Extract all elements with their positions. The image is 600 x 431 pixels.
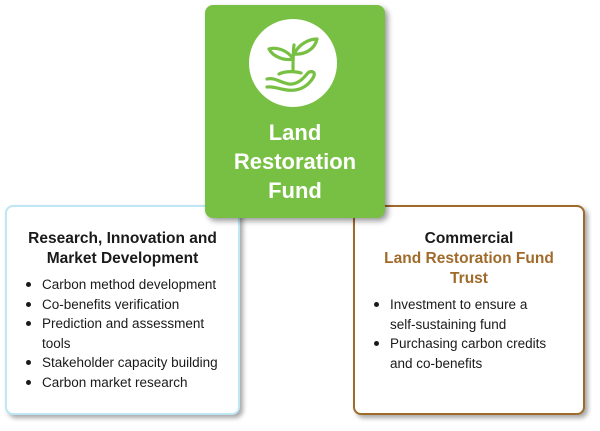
list-item: Co-benefits verification <box>22 295 237 315</box>
list-item: Carbon method development <box>22 275 237 295</box>
title-line: Restoration <box>233 149 357 174</box>
research-innovation-title: Research, Innovation and Market Developm… <box>7 229 238 269</box>
title-line: Commercial <box>424 230 514 247</box>
commercial-trust-title: Commercial Land Restoration Fund Trust <box>355 229 583 289</box>
research-innovation-list: Carbon method development Co-benefits ve… <box>22 275 237 392</box>
title-line: Fund <box>268 178 322 203</box>
logo-badge <box>249 19 337 107</box>
title-line: Land <box>268 120 322 145</box>
title-line: Research, Innovation and <box>28 230 217 247</box>
trust-name-line: Land Restoration Fund <box>384 250 554 267</box>
commercial-trust-card: Commercial Land Restoration Fund Trust I… <box>353 205 585 415</box>
fund-title: Land Restoration Fund <box>205 118 385 205</box>
sprout-in-hand-icon <box>265 37 319 92</box>
trust-name-line: Trust <box>450 270 488 287</box>
research-innovation-card: Research, Innovation and Market Developm… <box>5 205 240 415</box>
land-restoration-fund-card: Land Restoration Fund <box>205 5 385 218</box>
list-item: Stakeholder capacity building <box>22 353 237 373</box>
title-line: Market Development <box>46 250 199 267</box>
list-item: Carbon market research <box>22 373 237 393</box>
